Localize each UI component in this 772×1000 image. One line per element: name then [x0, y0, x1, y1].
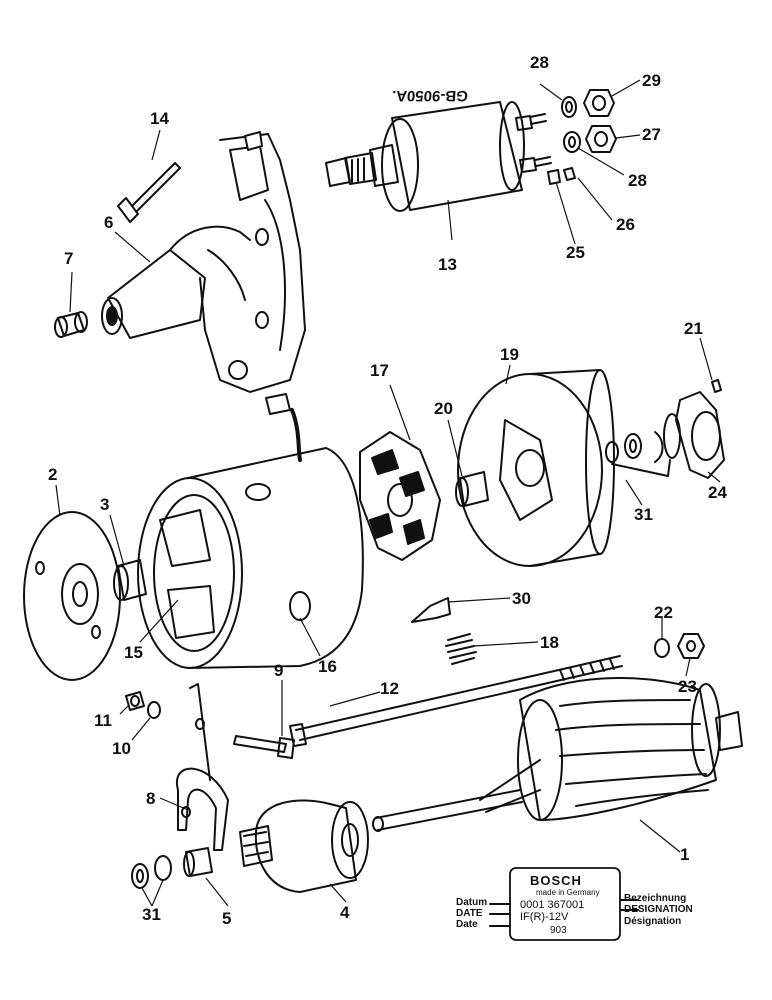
nameplate-type: IF(R)-12V [520, 911, 569, 923]
part-drive-pinion-4 [239, 799, 369, 893]
callout-26: 26 [616, 215, 635, 234]
part-brush-holder-17 [359, 431, 441, 561]
part-bushing-7 [54, 311, 88, 338]
callout-14: 14 [150, 109, 169, 128]
callout-15: 15 [124, 643, 143, 662]
callout-6: 6 [104, 213, 114, 232]
designation-label-en: DESIGNATION [624, 904, 693, 915]
callout-25: 25 [566, 243, 585, 262]
part-nut-23 [654, 633, 705, 659]
callout-29: 29 [642, 71, 661, 90]
callout-31-left: 31 [142, 905, 161, 924]
callout-4: 4 [340, 903, 350, 922]
callout-19: 19 [500, 345, 519, 364]
nameplate-part-number: 0001 367001 [520, 899, 585, 911]
callout-28-bottom: 28 [628, 171, 647, 190]
part-nut-11 [125, 691, 161, 719]
callout-17: 17 [370, 361, 389, 380]
callout-3: 3 [100, 495, 110, 514]
callout-13: 13 [438, 255, 457, 274]
leader-lines [55, 79, 721, 907]
callout-8: 8 [146, 789, 156, 808]
callout-30: 30 [512, 589, 531, 608]
callout-22: 22 [654, 603, 673, 622]
designation-label-de: Bezeichnung [624, 893, 687, 904]
part-engagement-lever-8 [175, 683, 229, 851]
callout-9: 9 [274, 661, 284, 680]
solenoid-part-stamp: GB-9050A. [391, 87, 469, 104]
nameplate-frame [489, 867, 639, 941]
callout-18: 18 [540, 633, 559, 652]
part-yoke-15 [137, 393, 364, 669]
nameplate-brand: BOSCH [530, 873, 582, 888]
callout-12: 12 [380, 679, 399, 698]
part-washers-nuts [547, 89, 617, 185]
datum-label-fr: Date [456, 919, 478, 930]
callout-1: 1 [680, 845, 690, 864]
designation-label-fr: Désignation [624, 916, 682, 927]
callout-7: 7 [64, 249, 74, 268]
callout-16: 16 [318, 657, 337, 676]
part-end-housing-19 [455, 369, 615, 567]
part-screw-9 [233, 735, 295, 759]
part-end-plate-2 [23, 511, 121, 681]
callout-31-right: 31 [634, 505, 653, 524]
part-rings-31 [131, 847, 213, 889]
nameplate-made-in: made in Germany [536, 888, 600, 897]
callout-28-top: 28 [530, 53, 549, 72]
part-armature-1 [372, 676, 743, 832]
nameplate-date-code: 903 [550, 925, 567, 936]
callout-10: 10 [112, 739, 131, 758]
part-bushing-3 [113, 559, 147, 601]
part-brush-spring-18 [411, 597, 477, 665]
callout-21: 21 [684, 319, 703, 338]
part-solenoid-13 [325, 101, 552, 212]
datum-label-de: Datum [456, 897, 488, 908]
datum-label-en: DATE [456, 908, 483, 919]
callout-23: 23 [678, 677, 697, 696]
callout-11: 11 [94, 711, 112, 730]
callout-2: 2 [48, 465, 58, 484]
part-through-bolt-12 [289, 655, 623, 747]
part-end-cap-24 [605, 379, 725, 479]
part-bolt-14 [117, 162, 181, 223]
callout-5: 5 [222, 909, 232, 928]
part-drive-end-housing-6 [101, 131, 306, 393]
callout-24: 24 [708, 483, 727, 502]
callout-20: 20 [434, 399, 453, 418]
callout-27: 27 [642, 125, 661, 144]
